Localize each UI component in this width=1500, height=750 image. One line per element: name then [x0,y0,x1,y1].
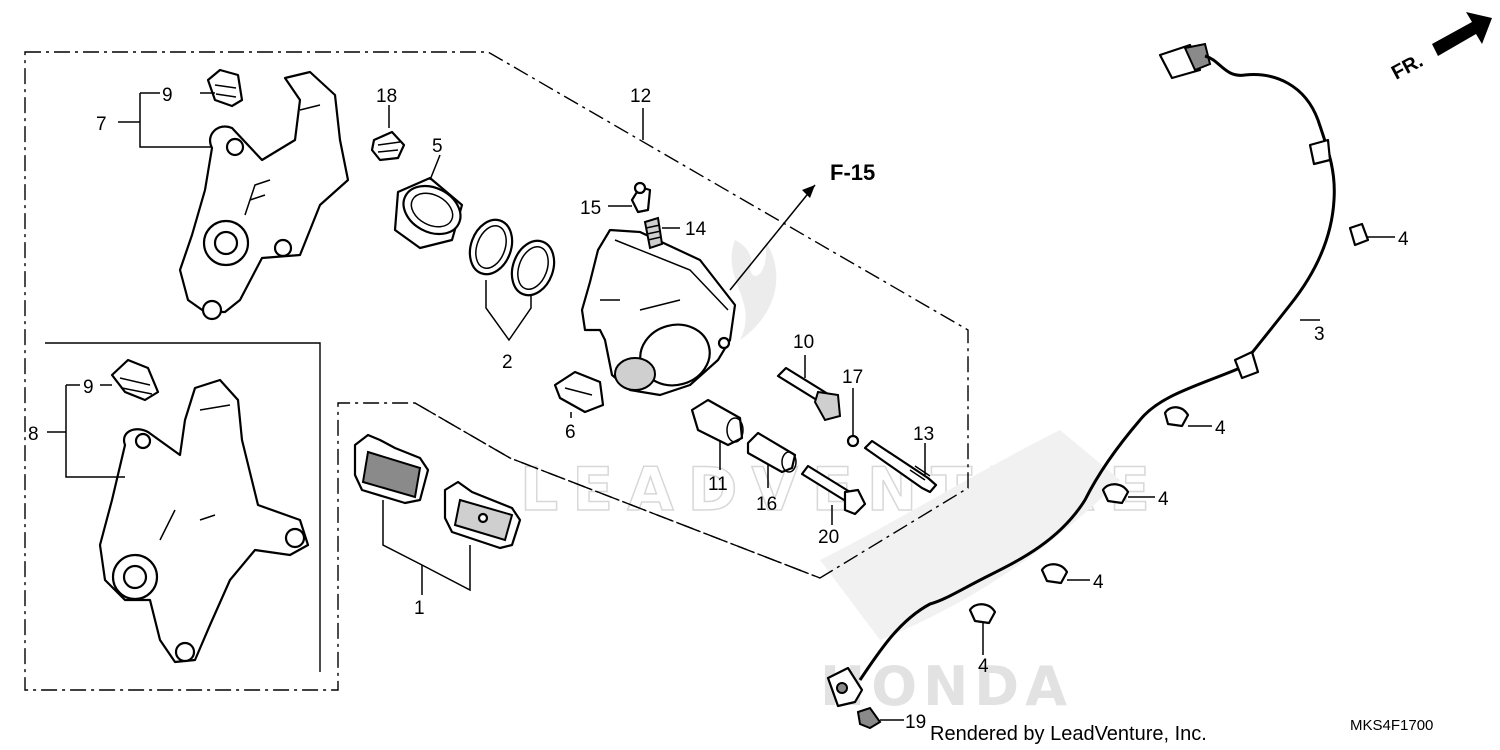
callout-12: 12 [630,86,651,107]
callout-8: 8 [28,424,39,445]
callout-10: 10 [793,332,814,353]
callout-1: 1 [414,598,425,619]
caliper-bracket-upper [178,70,350,321]
caliper-body [580,228,737,397]
callout-20: 20 [818,527,839,548]
brake-pad-set [353,433,522,550]
bleeder-valve [630,181,652,214]
callout-5: 5 [432,136,443,157]
watermark-bottom-text: HONDA [820,655,1073,718]
wheel-speed-sensor-cable [826,42,1336,708]
reference-label: F-15 [830,160,875,185]
leader-lines [47,92,1395,721]
pin-washer [846,434,860,448]
pin-collar [746,431,797,474]
pin-boot [690,398,744,447]
callout-13: 13 [913,424,934,445]
pad-clip-upper [206,68,244,108]
rendered-by-credit: Rendered by LeadVenture, Inc. [930,723,1207,745]
callout-numbers: 1 2 3 4 4 4 4 4 5 6 7 8 9 9 10 11 12 13 … [28,85,1409,733]
boot-seal [370,130,406,162]
callout-2: 2 [502,352,513,373]
pad-spring [553,370,605,414]
callout-17: 17 [842,367,863,388]
callout-6: 6 [565,422,576,443]
callout-4-a: 4 [1398,229,1409,250]
pad-group-outline [414,402,821,579]
callout-7: 7 [96,114,107,135]
callout-4-b: 4 [1215,418,1226,439]
callout-4-c: 4 [1158,489,1169,510]
bracket-8-box [45,342,321,672]
cable-clamp [968,222,1370,625]
callout-18: 18 [376,86,397,107]
reference-arrow-icon [729,184,816,291]
callout-16: 16 [756,494,777,515]
diagram-code: MKS4F1700 [1350,717,1433,734]
front-direction-label: FR. [1388,50,1427,85]
callout-19: 19 [905,712,926,733]
callout-9-b: 9 [83,377,94,398]
callout-3: 3 [1314,324,1325,345]
callout-4-d: 4 [1093,572,1104,593]
bleeder-cap [643,216,664,250]
caliper-bolt [800,464,867,516]
slide-pin [776,366,842,422]
pad-clip-lower [110,358,160,402]
callout-15: 15 [580,198,601,219]
caliper-bracket-lower [98,378,310,664]
callout-9-a: 9 [162,85,173,106]
front-direction-arrow-icon [1432,12,1492,56]
caliper-piston [393,176,464,250]
callout-14: 14 [685,219,707,240]
piston-seal-set [468,218,556,297]
callout-11: 11 [708,474,728,495]
sensor-bolt [856,706,882,730]
pin-bolt [863,439,938,494]
callout-4-e: 4 [978,656,989,677]
